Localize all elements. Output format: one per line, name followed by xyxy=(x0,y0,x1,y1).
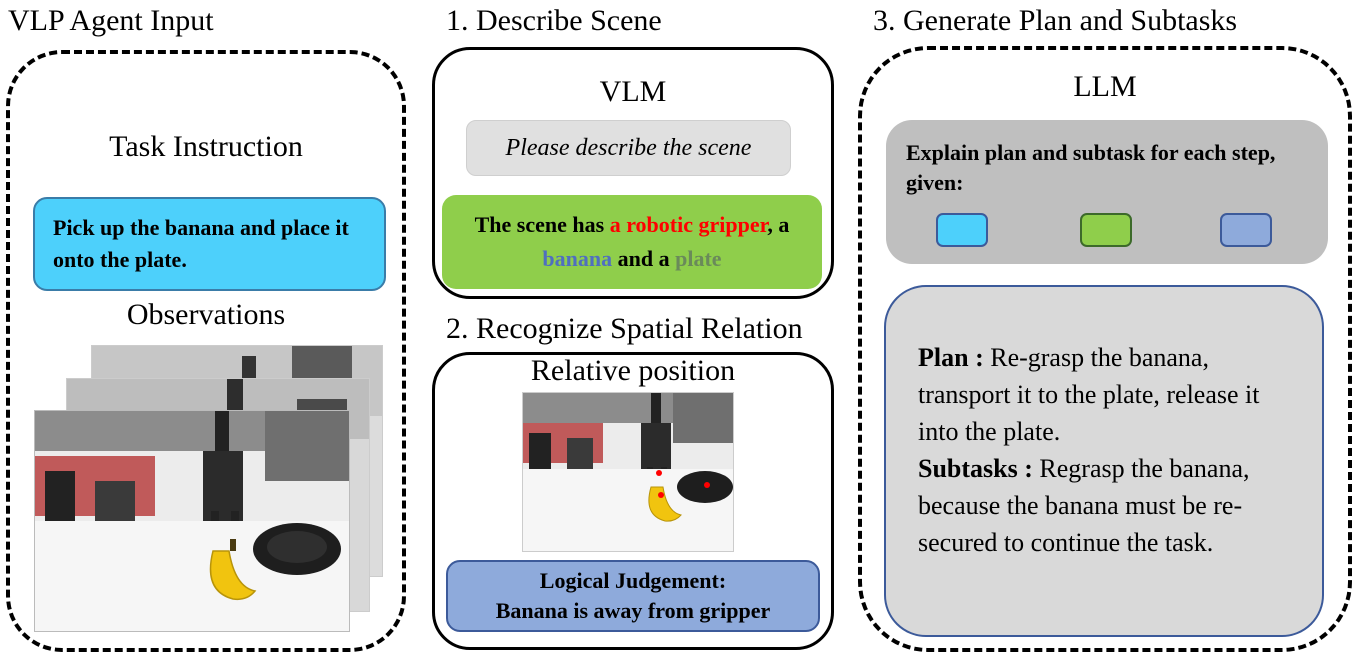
scene-text-gripper: a robotic gripper xyxy=(609,212,768,237)
scene-text-part-5: and a xyxy=(612,246,676,271)
scene-text-banana: banana xyxy=(542,246,613,271)
scene-description-text: The scene has a robotic gripper, a banan… xyxy=(462,208,802,276)
scene-text-part-3: , a xyxy=(767,212,790,237)
explain-prompt-box: Explain plan and subtask for each step, … xyxy=(886,120,1328,264)
plan-text: Re-grasp the banana, transport it to the… xyxy=(918,343,1260,446)
vlp-agent-input-panel xyxy=(6,50,406,652)
task-instruction-box: Pick up the banana and place it onto the… xyxy=(33,197,386,291)
describe-prompt-box: Please describe the scene xyxy=(466,120,791,176)
llm-heading: LLM xyxy=(1073,70,1137,103)
plan-output-text: Plan : Re-grasp the banana, transport it… xyxy=(918,339,1303,561)
scene-description-box: The scene has a robotic gripper, a banan… xyxy=(442,195,822,289)
panel-title-spatial-relation: 2. Recognize Spatial Relation xyxy=(446,312,803,345)
input-swatch-task xyxy=(936,213,988,247)
task-instruction-text: Pick up the banana and place it onto the… xyxy=(53,215,349,272)
spatial-relation-image xyxy=(522,392,734,552)
subtasks-label: Subtasks : xyxy=(918,454,1033,483)
plan-label: Plan : xyxy=(918,343,984,372)
panel-title-generate-plan: 3. Generate Plan and Subtasks xyxy=(873,4,1238,37)
input-swatch-scene xyxy=(1080,213,1132,247)
plate-point-marker xyxy=(704,482,710,488)
logical-judgement-box: Logical Judgement: Banana is away from g… xyxy=(446,560,820,632)
logical-judgement-line2: Banana is away from gripper xyxy=(495,598,771,623)
panel-title-describe-scene: 1. Describe Scene xyxy=(446,4,662,37)
generate-plan-panel xyxy=(858,46,1352,652)
input-swatch-relation xyxy=(1220,213,1272,247)
observation-image-front xyxy=(34,410,350,632)
subtasks-text: Regrasp the banana, because the banana m… xyxy=(918,454,1250,557)
panel-title-vlp-agent-input: VLP Agent Input xyxy=(8,4,214,37)
observations-heading: Observations xyxy=(126,298,286,331)
relative-position-heading: Relative position xyxy=(530,354,736,387)
explain-prompt-text: Explain plan and subtask for each step, … xyxy=(906,140,1276,195)
scene-text-plate: plate xyxy=(675,246,722,271)
banana-point-marker xyxy=(658,492,664,498)
task-instruction-heading: Task Instruction xyxy=(109,130,303,163)
describe-prompt-text: Please describe the scene xyxy=(505,134,752,161)
plan-output-box: Plan : Re-grasp the banana, transport it… xyxy=(884,285,1324,637)
gripper-point-marker xyxy=(656,470,662,476)
logical-judgement-line1: Logical Judgement: xyxy=(539,568,727,593)
vlm-heading: VLM xyxy=(599,75,667,108)
scene-text-part-1: The scene has xyxy=(474,212,610,237)
